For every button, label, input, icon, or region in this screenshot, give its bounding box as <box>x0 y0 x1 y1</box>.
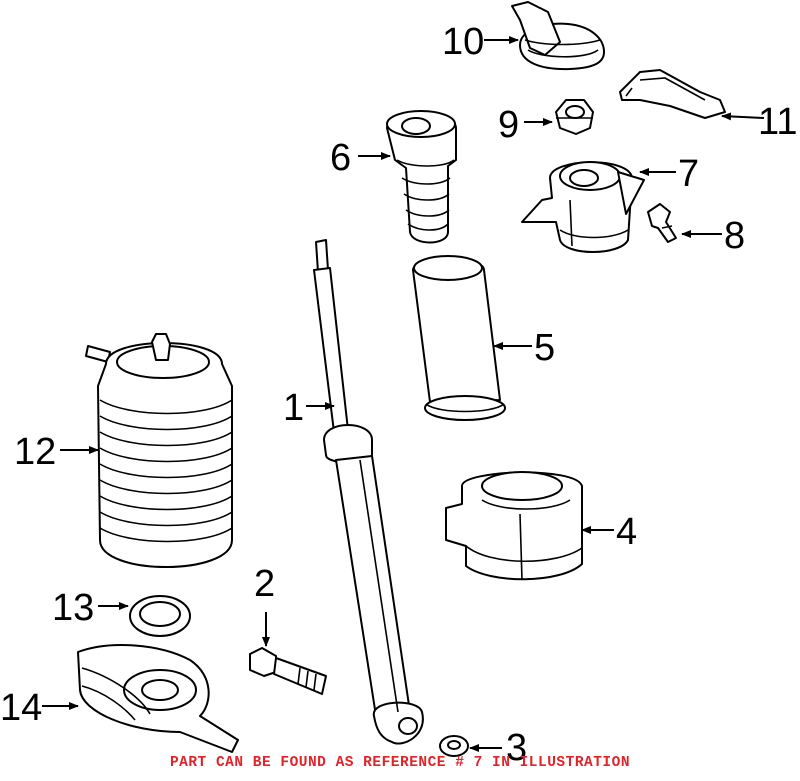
callout-11: 11 <box>758 101 797 143</box>
part-7-upper-mount[interactable] <box>521 161 645 253</box>
part-2-bolt[interactable] <box>249 647 327 695</box>
part-9-nut[interactable] <box>555 99 594 135</box>
part-14-lower-insulator[interactable] <box>77 644 239 753</box>
callout-1: 1 <box>283 387 304 429</box>
part-5-dust-boot[interactable] <box>412 255 506 421</box>
part-3-washer[interactable] <box>439 735 469 757</box>
callout-3: 3 <box>506 727 527 769</box>
callout-9: 9 <box>498 104 519 146</box>
part-11-bracket[interactable] <box>619 69 726 119</box>
part-10-top-mount-cap[interactable] <box>511 1 605 71</box>
callout-7: 7 <box>678 153 699 195</box>
part-8-bolt[interactable] <box>647 203 677 243</box>
leader-lines <box>42 36 765 752</box>
callout-2: 2 <box>254 563 275 605</box>
callout-8: 8 <box>724 215 745 257</box>
callout-6: 6 <box>330 137 351 179</box>
part-6-bump-stop[interactable] <box>386 110 457 244</box>
callout-10: 10 <box>442 21 484 63</box>
callout-4: 4 <box>616 511 637 553</box>
callout-13: 13 <box>52 587 94 629</box>
callout-12: 12 <box>14 431 56 473</box>
callout-labels: 10 11 9 6 7 8 5 1 4 12 2 13 14 3 <box>0 21 797 769</box>
footer-note: PART CAN BE FOUND AS REFERENCE # 7 IN IL… <box>169 755 631 771</box>
callout-5: 5 <box>534 327 555 369</box>
part-12-air-spring[interactable] <box>85 333 233 568</box>
part-13-ring[interactable] <box>129 595 191 637</box>
callout-14: 14 <box>0 687 42 729</box>
part-4-spring-seat[interactable] <box>445 471 583 581</box>
part-1-shock-absorber[interactable] <box>313 239 424 745</box>
